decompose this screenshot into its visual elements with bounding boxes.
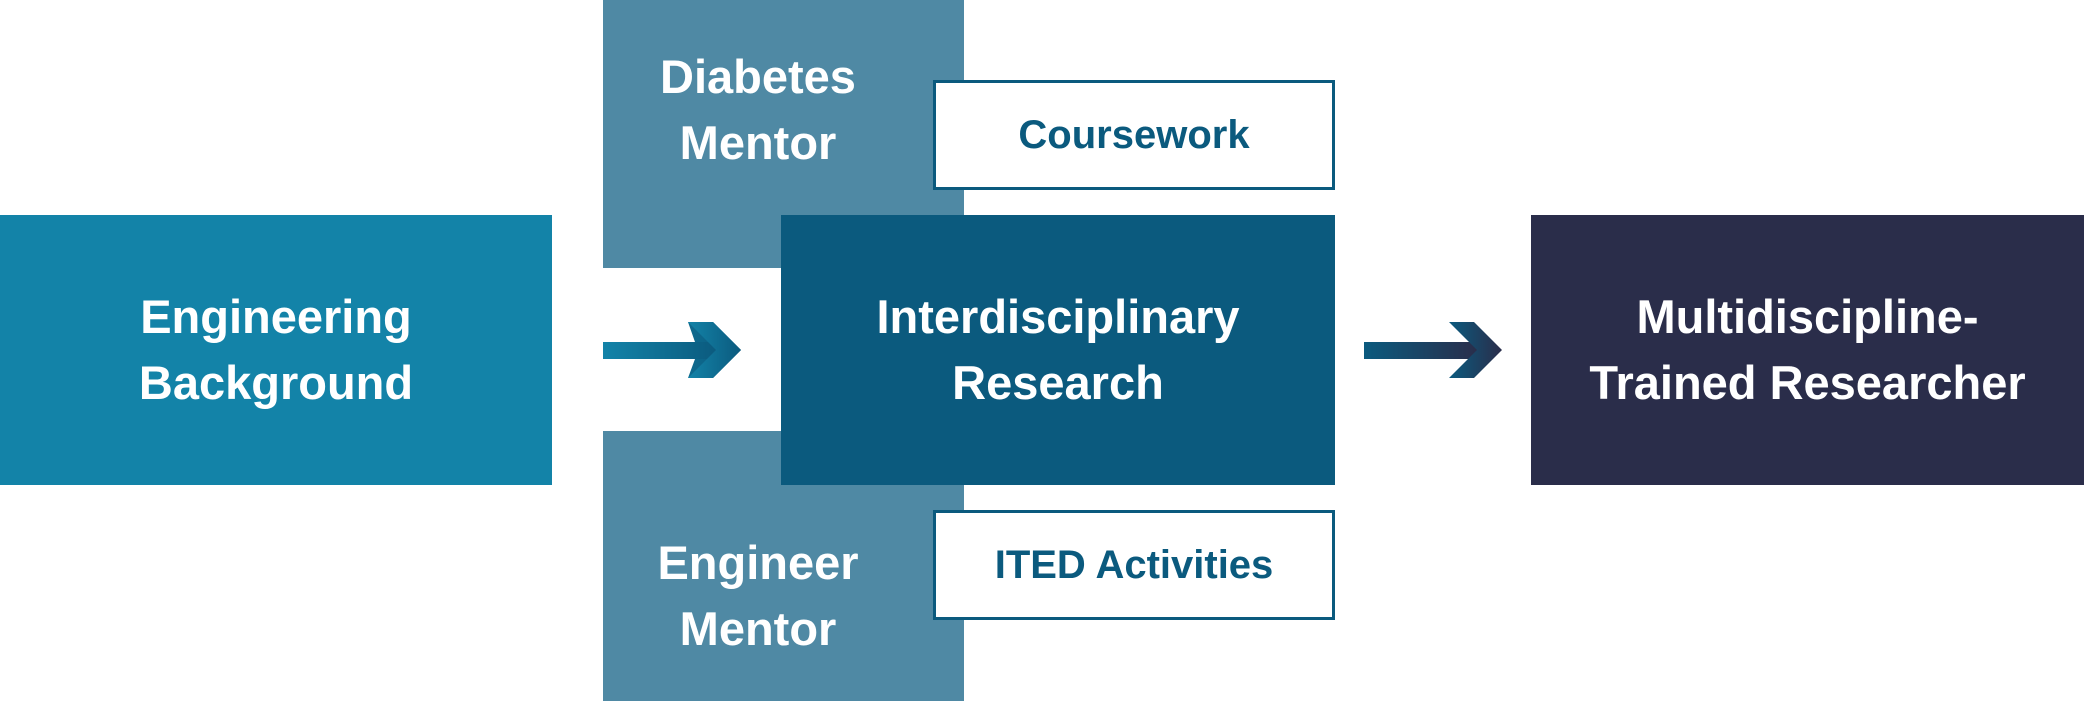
label-line: Engineering [140,290,412,343]
diabetes-mentor-label: Diabetes Mentor [603,44,913,176]
label-line: Interdisciplinary [876,290,1240,343]
label-line: Diabetes [660,50,856,103]
ited-activities-box: ITED Activities [933,510,1335,620]
coursework-box: Coursework [933,80,1335,190]
label-line: Mentor [679,116,837,169]
label-line: Engineer [657,536,859,589]
arrow-right-icon [603,322,741,378]
label-line: Trained Researcher [1589,356,2026,409]
label-line: Research [952,356,1164,409]
label-line: Multidiscipline- [1636,290,1979,343]
arrow-right-icon [1364,322,1502,378]
engineer-mentor-label: Engineer Mentor [603,530,913,662]
multidiscipline-researcher-box: Multidiscipline- Trained Researcher [1531,215,2084,485]
label-line: Background [138,356,414,409]
label-line: Mentor [679,602,837,655]
